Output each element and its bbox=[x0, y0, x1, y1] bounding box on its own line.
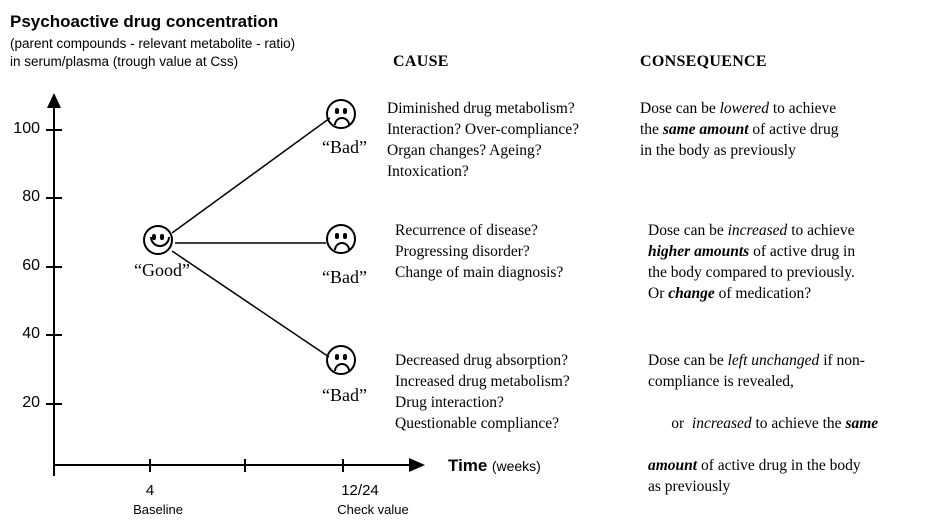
x-axis-arrow bbox=[409, 458, 425, 472]
chart-title: Psychoactive drug concentration bbox=[10, 12, 279, 31]
cause-line: Organ changes? Ageing? bbox=[387, 142, 542, 159]
x-tick-marks bbox=[149, 459, 344, 472]
cause-header: CAUSE bbox=[393, 53, 449, 70]
consequence-block-top: Dose can be lowered to achieve the same … bbox=[640, 98, 838, 161]
x-tick-label: 12/24 bbox=[341, 482, 379, 499]
cause-line: Drug interaction? bbox=[395, 394, 504, 411]
x-tick-sublabel: Check value bbox=[337, 502, 409, 517]
consequence-line: amount of active drug in the body bbox=[648, 457, 861, 474]
consequence-line: Dose can be increased to achieve bbox=[648, 222, 855, 239]
consequence-line: higher amounts of active drug in bbox=[648, 243, 856, 260]
consequence-line: Or change of medication? bbox=[648, 285, 812, 302]
consequence-line: Dose can be left unchanged if non- bbox=[648, 352, 865, 369]
cause-line: Questionable compliance? bbox=[395, 415, 559, 432]
consequence-line: in the body as previously bbox=[640, 142, 796, 159]
line-good-to-bad-bottom bbox=[171, 250, 330, 358]
consequence-header: CONSEQUENCE bbox=[640, 53, 767, 70]
x-axis-title: Time (weeks) bbox=[448, 456, 541, 476]
consequence-line: the same amount of active drug bbox=[640, 121, 839, 138]
y-axis-arrow bbox=[47, 93, 61, 108]
cause-line: Decreased drug absorption? bbox=[395, 352, 569, 369]
consequence-line: or increased to achieve the same bbox=[671, 415, 879, 432]
consequence-line: Dose can be lowered to achieve bbox=[640, 100, 837, 117]
cause-block-bottom: Decreased drug absorption? Increased dru… bbox=[395, 350, 570, 434]
bad-label-bottom: “Bad” bbox=[322, 385, 367, 405]
cause-block-top: Diminished drug metabolism? Interaction?… bbox=[387, 98, 579, 182]
consequence-block-middle: Dose can be increased to achieve higher … bbox=[648, 220, 855, 304]
y-tick-label: 40 bbox=[22, 325, 40, 342]
consequence-line: as previously bbox=[648, 478, 731, 495]
cause-line: Interaction? Over-compliance? bbox=[387, 121, 580, 138]
smiley-face-icon bbox=[143, 225, 173, 255]
y-tick-label: 100 bbox=[13, 120, 40, 137]
cause-line: Increased drug metabolism? bbox=[395, 373, 570, 390]
subtitle-line-1: (parent compounds - relevant metabolite … bbox=[10, 36, 296, 51]
cause-block-middle: Recurrence of disease? Progressing disor… bbox=[395, 220, 563, 283]
x-axis-title-text: Time bbox=[448, 456, 488, 475]
cause-line: Change of main diagnosis? bbox=[395, 264, 564, 281]
sad-face-icon bbox=[326, 224, 356, 254]
consequence-line: the body compared to previously. bbox=[648, 264, 855, 281]
sad-face-icon bbox=[326, 345, 356, 375]
x-axis-unit: (weeks) bbox=[491, 458, 541, 474]
y-tick-label: 20 bbox=[22, 394, 40, 411]
cause-line: Diminished drug metabolism? bbox=[387, 100, 575, 117]
cause-line: Intoxication? bbox=[387, 163, 469, 180]
consequence-line: compliance is revealed, bbox=[648, 373, 794, 390]
line-good-to-bad-top bbox=[171, 117, 331, 234]
y-tick-marks bbox=[46, 129, 62, 405]
bad-label-top: “Bad” bbox=[322, 137, 367, 157]
x-tick-sublabel: Baseline bbox=[133, 502, 183, 517]
cause-line: Progressing disorder? bbox=[395, 243, 530, 260]
y-tick-label: 60 bbox=[22, 257, 40, 274]
good-label: “Good” bbox=[134, 260, 190, 280]
sad-face-icon bbox=[326, 99, 356, 129]
consequence-block-bottom: Dose can be left unchanged if non- compl… bbox=[648, 350, 878, 497]
subtitle-line-2: in serum/plasma (trough value at Css) bbox=[10, 54, 239, 69]
y-tick-label: 80 bbox=[22, 188, 40, 205]
x-tick-label: 4 bbox=[145, 482, 155, 499]
cause-line: Recurrence of disease? bbox=[395, 222, 538, 239]
bad-label-middle: “Bad” bbox=[322, 267, 367, 287]
